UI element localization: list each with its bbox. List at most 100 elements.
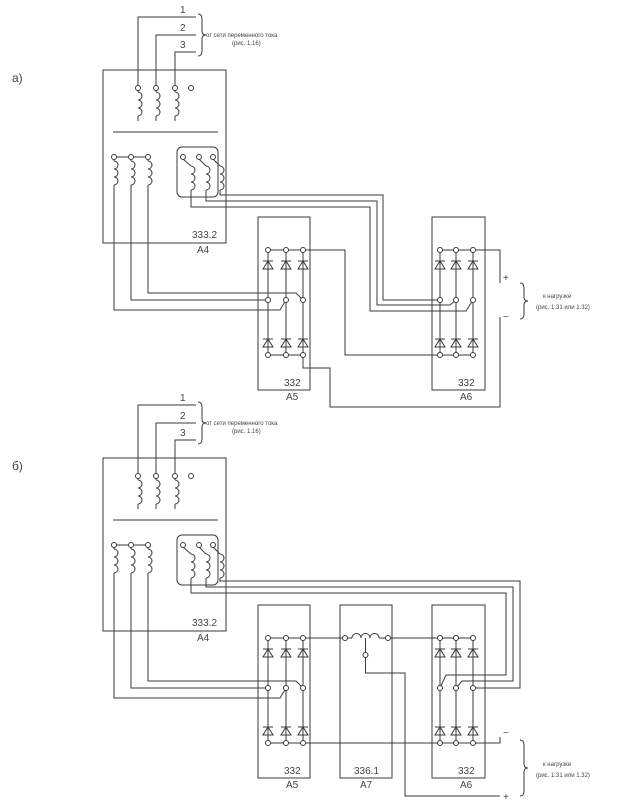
- primary-winding: [174, 479, 180, 505]
- diode-icon: [467, 338, 479, 348]
- terminal: [437, 685, 443, 691]
- diode-icon: [467, 260, 479, 270]
- output-bracket: [519, 282, 529, 320]
- terminal: [283, 297, 289, 303]
- switch-contact: [212, 158, 221, 167]
- diode-icon: [280, 338, 292, 348]
- terminal: [437, 297, 443, 303]
- terminal: [300, 740, 306, 746]
- terminal: [265, 352, 271, 358]
- diode-icon: [434, 260, 446, 270]
- unit-id-label: А4: [197, 633, 210, 644]
- input-wire-3: [174, 439, 196, 476]
- terminal: [180, 542, 186, 548]
- secondary-to-a5-wire: [113, 185, 287, 311]
- unit-id-label: А7: [360, 780, 373, 791]
- layer-boxes: [102, 69, 486, 779]
- terminal: [437, 740, 443, 746]
- terminal: [342, 635, 348, 641]
- terminal: [111, 542, 117, 548]
- terminal: [135, 473, 141, 479]
- terminal: [470, 297, 476, 303]
- terminal: [300, 635, 306, 641]
- terminal: [437, 635, 443, 641]
- terminal: [283, 247, 289, 253]
- switch-contact: [212, 546, 221, 555]
- switch-to-a6-wire: [205, 578, 514, 689]
- switch-winding: [190, 165, 196, 191]
- terminal: [188, 85, 194, 91]
- secondary-to-a5-wire: [130, 573, 268, 689]
- unit-id-label: А5: [286, 780, 299, 791]
- terminal: [145, 542, 151, 548]
- input-line-label: 3: [180, 428, 186, 439]
- unit-box-a5: [257, 216, 311, 391]
- switch-winding: [205, 165, 211, 191]
- switch-to-a6-wire: [219, 578, 521, 689]
- input-source-text: от сети переменного тока: [206, 421, 278, 427]
- unit-type-label: 332: [458, 766, 475, 777]
- terminal: [135, 85, 141, 91]
- switch-winding: [205, 553, 211, 579]
- terminal: [196, 154, 202, 160]
- terminal: [470, 352, 476, 358]
- diode-icon: [297, 648, 309, 658]
- secondary-to-a5-wire: [130, 185, 268, 301]
- terminal: [470, 635, 476, 641]
- switch-block: [176, 146, 219, 198]
- output-load-text: к нагрузке: [543, 762, 572, 768]
- switch-to-a6-wire: [205, 190, 457, 306]
- terminal: [145, 154, 151, 160]
- terminal: [153, 473, 159, 479]
- terminal: [300, 297, 306, 303]
- terminal: [128, 542, 134, 548]
- output-plus-label: +: [503, 792, 509, 803]
- terminal: [283, 685, 289, 691]
- primary-winding: [155, 479, 161, 505]
- terminal: [180, 154, 186, 160]
- diode-icon: [434, 648, 446, 658]
- input-wire-2: [155, 34, 196, 88]
- panel-label: б): [12, 459, 23, 473]
- unit-id-label: А4: [197, 245, 210, 256]
- switch-contact: [182, 546, 192, 555]
- terminal: [283, 352, 289, 358]
- terminal: [453, 352, 459, 358]
- input-bracket: [197, 13, 207, 57]
- terminal: [437, 247, 443, 253]
- output-minus-wire: [473, 737, 501, 744]
- diode-icon: [450, 726, 462, 736]
- terminal: [265, 297, 271, 303]
- unit-id-label: А6: [460, 780, 473, 791]
- diode-icon: [297, 338, 309, 348]
- diode-icon: [262, 648, 274, 658]
- input-wire-1: [137, 16, 196, 88]
- terminal: [300, 685, 306, 691]
- terminal: [128, 154, 134, 160]
- secondary-winding: [113, 548, 119, 574]
- switch-contact: [182, 158, 192, 167]
- unit-box-a6: [431, 604, 486, 779]
- diode-icon: [280, 260, 292, 270]
- terminal: [300, 352, 306, 358]
- switch-winding: [190, 553, 196, 579]
- terminal: [453, 685, 459, 691]
- terminal: [283, 635, 289, 641]
- terminal: [153, 85, 159, 91]
- layer-terms: [111, 85, 476, 746]
- input-wire-2: [155, 422, 196, 476]
- switch-winding: [219, 165, 225, 191]
- layer-parts: [113, 13, 529, 797]
- unit-id-label: А5: [286, 392, 299, 403]
- output-plus-wire: [365, 657, 500, 797]
- panel-label: а): [12, 71, 23, 85]
- unit-id-label: А6: [460, 392, 473, 403]
- input-line-label: 2: [180, 23, 186, 34]
- terminal: [453, 247, 459, 253]
- terminal: [470, 247, 476, 253]
- secondary-winding: [147, 548, 153, 574]
- input-line-label: 1: [180, 393, 186, 404]
- terminal: [111, 154, 117, 160]
